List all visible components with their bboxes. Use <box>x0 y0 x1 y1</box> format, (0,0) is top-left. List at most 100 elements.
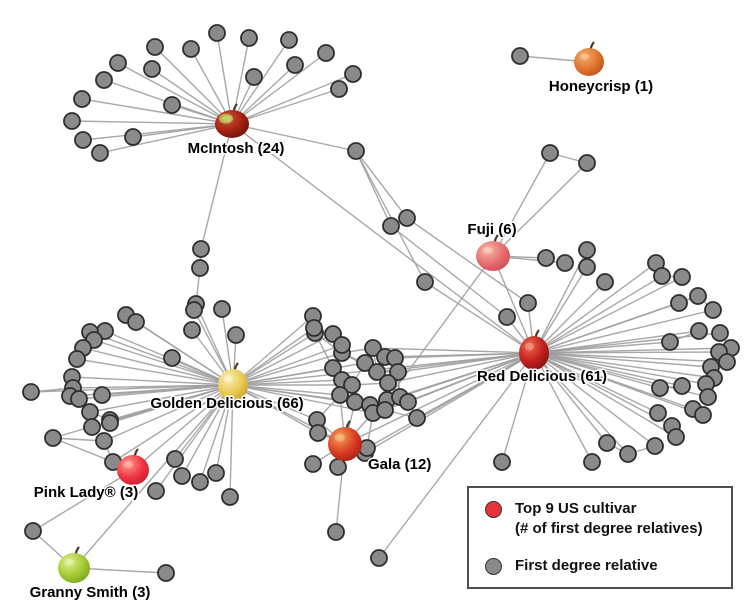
apple-highlight <box>224 375 233 383</box>
edge <box>112 384 234 463</box>
relative-node <box>704 301 722 319</box>
cultivar-node-pink_lady: Pink Lady® (3) <box>32 448 149 503</box>
relative-node <box>690 322 708 340</box>
relative-node <box>673 377 691 395</box>
cultivar-label-gala: Gala (12) <box>368 456 431 473</box>
relative-node <box>221 488 239 506</box>
edge <box>117 62 233 125</box>
legend: Top 9 US cultivar (# of first degree rel… <box>467 486 733 589</box>
edge <box>71 376 234 386</box>
cultivar-label-pink_lady: Pink Lady® (3) <box>34 484 138 501</box>
relative-node <box>74 131 92 149</box>
cultivar-label-fuji: Fuji (6) <box>467 221 516 238</box>
relative-node <box>63 112 81 130</box>
cultivar-swatch-icon <box>485 501 502 518</box>
relative-node <box>596 273 614 291</box>
cultivar-label-granny_smith: Granny Smith (3) <box>30 584 151 601</box>
edge <box>151 68 233 125</box>
edge <box>232 362 366 386</box>
edge <box>73 384 234 569</box>
relative-node <box>646 437 664 455</box>
edge <box>232 384 318 421</box>
relative-node <box>399 393 417 411</box>
edge <box>132 384 234 471</box>
cultivar-node-gala: Gala (12) <box>328 420 433 475</box>
relative-node <box>68 350 86 368</box>
edge <box>355 150 426 283</box>
edge <box>76 358 234 386</box>
relative-node <box>127 313 145 331</box>
relative-node <box>368 363 386 381</box>
relative-node <box>24 522 42 540</box>
edge <box>533 352 715 379</box>
cultivar-label-golden_delicious: Golden Delicious (66) <box>150 395 303 412</box>
cultivar-node-fuji: Fuji (6) <box>466 220 518 271</box>
edge <box>378 352 535 559</box>
relative-node <box>408 409 426 427</box>
relative-node <box>157 564 175 582</box>
relative-node <box>331 386 349 404</box>
edge <box>174 384 234 460</box>
edge <box>103 384 234 442</box>
relative-node <box>305 319 323 337</box>
apple-icon <box>58 553 90 583</box>
legend-cultivar-label: Top 9 US cultivar <box>515 500 637 517</box>
relative-node <box>182 40 200 58</box>
legend-row-cultivar: Top 9 US cultivar (# of first degree rel… <box>485 499 723 539</box>
edge <box>181 384 234 477</box>
relative-node <box>578 258 596 276</box>
apple-highlight <box>580 53 589 61</box>
relative-node <box>191 259 209 277</box>
relative-node <box>578 241 596 259</box>
cultivar-node-honeycrisp: Honeycrisp (1) <box>547 41 655 97</box>
relative-node <box>109 54 127 72</box>
relative-node <box>376 401 394 419</box>
relative-node <box>598 434 616 452</box>
relative-node <box>330 80 348 98</box>
edge <box>387 352 535 384</box>
relative-node <box>83 418 101 436</box>
relative-node <box>124 128 142 146</box>
edge <box>533 309 714 354</box>
relative-node <box>146 38 164 56</box>
edge <box>32 469 134 532</box>
edge <box>154 46 233 125</box>
edge <box>533 352 673 427</box>
edge <box>231 123 535 354</box>
relative-node <box>398 209 416 227</box>
relative-node <box>91 144 109 162</box>
apple-icon <box>215 110 249 138</box>
relative-node <box>147 482 165 500</box>
relative-swatch-icon <box>485 558 502 576</box>
cultivar-node-red_delicious: Red Delicious (61) <box>475 329 609 387</box>
edge <box>394 352 535 359</box>
relative-node <box>370 549 388 567</box>
edge <box>231 88 340 125</box>
edge <box>232 332 316 386</box>
relative-node <box>183 321 201 339</box>
relative-node <box>317 44 335 62</box>
relative-node <box>673 268 691 286</box>
relative-node <box>511 47 529 65</box>
relative-node <box>95 71 113 89</box>
relative-node <box>556 254 574 272</box>
apple-icon <box>519 336 549 370</box>
apple-icon <box>574 48 604 76</box>
relative-node <box>356 354 374 372</box>
legend-relative-label: First degree relative <box>515 557 658 575</box>
edge <box>533 341 671 354</box>
relative-node <box>583 453 601 471</box>
edge <box>81 98 233 125</box>
relative-node <box>191 473 209 491</box>
relative-node <box>163 96 181 114</box>
edge <box>231 73 354 125</box>
relative-node <box>364 339 382 357</box>
edge <box>232 379 343 386</box>
relative-node <box>699 388 717 406</box>
relative-nodes <box>22 24 740 582</box>
edge <box>89 384 234 413</box>
relative-node <box>185 301 203 319</box>
legend-cultivar-sublabel: (# of first degree relatives) <box>515 519 703 537</box>
edge <box>424 281 535 354</box>
edge <box>232 352 343 386</box>
